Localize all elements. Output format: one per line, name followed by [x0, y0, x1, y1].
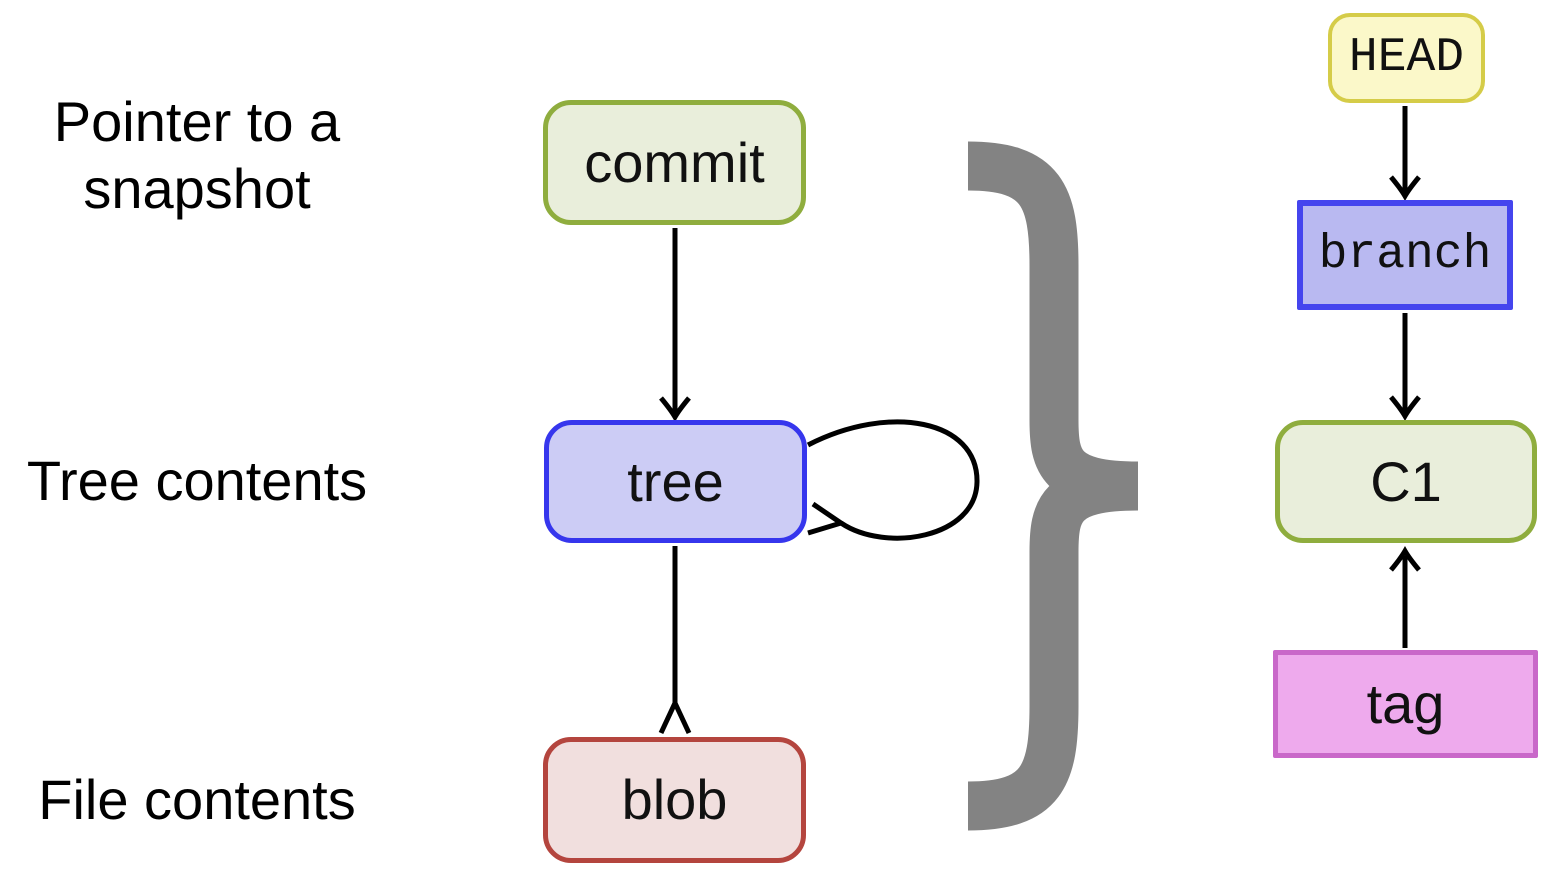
node-tree-label: tree	[627, 449, 724, 513]
row-label-file-contents: File contents	[38, 768, 356, 831]
vee-arrowhead-icon	[1389, 545, 1421, 572]
node-commit-label: commit	[584, 130, 765, 194]
node-tag-ref: tag	[1273, 650, 1538, 758]
vee-arrowhead-icon	[1389, 395, 1421, 422]
node-c1-label: C1	[1370, 449, 1442, 513]
arrow-tree-to-blob	[658, 546, 692, 735]
node-branch-label: branch	[1318, 228, 1492, 282]
node-blob: blob	[543, 737, 806, 863]
row-label-pointer-to-snapshot: Pointer to a snapshot	[53, 90, 341, 221]
node-blob-label: blob	[621, 768, 728, 831]
arrow-head-to-branch	[1389, 106, 1421, 202]
arrow-branch-to-c1	[1389, 313, 1421, 422]
vee-arrowhead-icon	[659, 396, 691, 423]
crow-foot-icon	[658, 697, 692, 735]
arrow-commit-to-tree	[659, 228, 691, 423]
node-head-ref: HEAD	[1328, 13, 1485, 103]
node-tree: tree	[544, 420, 807, 543]
arrow-tag-to-c1	[1389, 545, 1421, 648]
tree-self-loop	[806, 419, 980, 541]
node-commit-c1: C1	[1275, 420, 1537, 543]
row-label-tree-contents: Tree contents	[26, 449, 368, 512]
node-branch-ref: branch	[1297, 200, 1513, 310]
vee-arrowhead-icon	[1389, 175, 1421, 202]
node-head-label: HEAD	[1348, 31, 1465, 85]
crow-foot-icon	[807, 501, 847, 536]
node-tag-label: tag	[1366, 672, 1445, 735]
node-commit: commit	[543, 100, 806, 225]
curly-brace-icon	[967, 141, 1139, 831]
